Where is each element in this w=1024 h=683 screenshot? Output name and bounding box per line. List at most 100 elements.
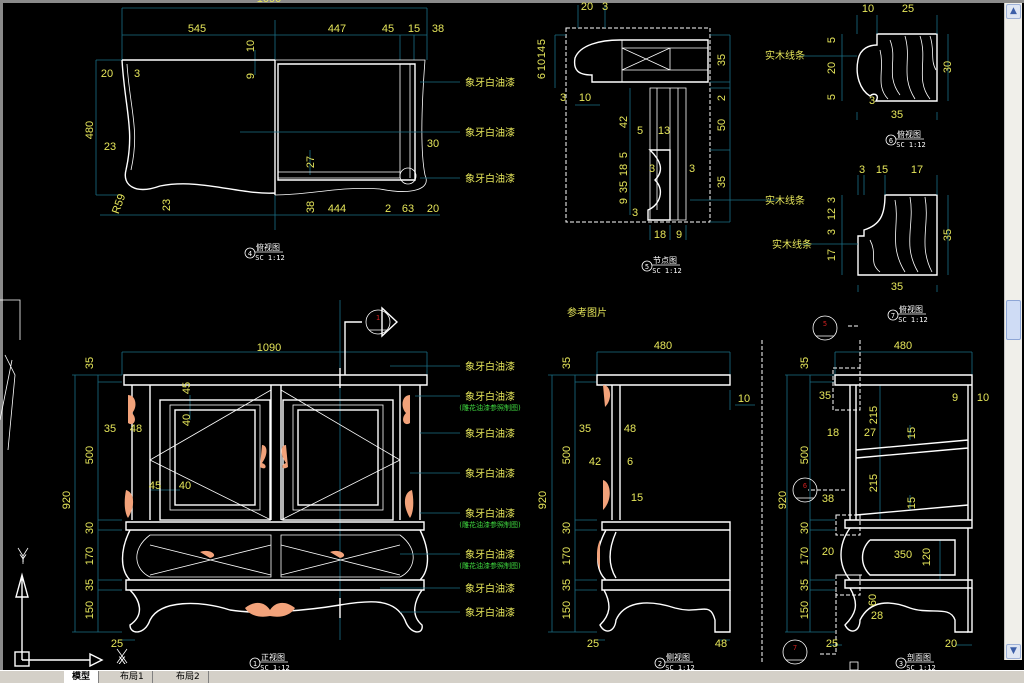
node-dimension: 3 (560, 92, 566, 104)
chevron-down-icon: ▼ (1010, 646, 1017, 656)
node-dimension: 9 (676, 229, 682, 241)
solid-wood-strip-note: 实木线条 (772, 238, 812, 251)
ivory-paint-note: 象牙白油漆 (465, 390, 515, 403)
section-dimension: 27 (864, 427, 876, 439)
top-dimension: 38 (432, 23, 444, 35)
view-number-circle (885, 134, 897, 146)
front-dimension: 500 (84, 446, 96, 464)
node-dimension: 35 (716, 176, 728, 188)
profile7-view-scale: SC 1:12 (898, 316, 928, 324)
profile7-view-number: 7 (891, 312, 895, 320)
section-bubble-number: 6 (803, 482, 807, 490)
profile-6-geometry (800, 15, 949, 120)
node-dimension: 13 (658, 125, 670, 137)
node-dimension: 35 (716, 54, 728, 66)
layout-tab-bar: 模型 布局1 布局2 (0, 670, 1024, 683)
profile6-view-scale: SC 1:12 (896, 141, 926, 149)
tab-model[interactable]: 模型 (64, 671, 100, 683)
profile7-dimension: 17 (911, 164, 923, 176)
top-dimension: 23 (161, 199, 173, 211)
top-dimension: 63 (402, 203, 414, 215)
section-view-scale: SC 1:12 (906, 664, 936, 672)
scroll-down-button[interactable]: ▼ (1006, 644, 1021, 659)
top-view-number: 4 (248, 250, 252, 258)
top-dimension: 545 (188, 23, 206, 35)
section-dimension: 25 (826, 638, 838, 650)
ivory-paint-note: 象牙白油漆 (465, 360, 515, 373)
section-dimension: 350 (894, 549, 912, 561)
section-dimension: 500 (799, 446, 811, 464)
scrollbar-thumb[interactable] (1006, 300, 1021, 340)
section-dimension: 35 (819, 390, 831, 402)
section-dimension: 18 (827, 427, 839, 439)
node-view-number: 5 (645, 263, 649, 271)
side-dimension: 35 (579, 423, 591, 435)
side-dimension: 10 (738, 393, 750, 405)
side-view-geometry (548, 340, 763, 662)
top-dimension: 20 (427, 203, 439, 215)
tab-layout1[interactable]: 布局1 (112, 671, 153, 683)
section-bubble-number: 1 (376, 314, 380, 322)
ivory-paint-note: 象牙白油漆 (465, 467, 515, 480)
node-dimension: 9 (618, 198, 630, 204)
tab-layout2[interactable]: 布局2 (168, 671, 209, 683)
section-dimension: 120 (921, 548, 933, 566)
carving-reference-note: (雕花油漆参照制图) (459, 561, 521, 570)
profile7-dimension: 15 (876, 164, 888, 176)
scroll-up-button[interactable]: ▲ (1006, 4, 1021, 19)
side-dimension: 920 (537, 491, 549, 509)
side-view-title: 侧视图 (666, 652, 690, 662)
front-dimension: 150 (84, 601, 96, 619)
profile6-dimension: 35 (891, 109, 903, 121)
profile6-dimension: 30 (942, 61, 954, 73)
node-dimension: 5 (618, 152, 630, 158)
node-dimension: 10 (536, 59, 548, 71)
view-number-circle (887, 309, 899, 321)
section-bubble-number: 7 (793, 644, 797, 652)
section-dimension: 15 (906, 427, 918, 439)
side-dimension: 480 (654, 340, 672, 352)
front-view-title: 正视图 (261, 652, 285, 662)
section-dimension: 35 (799, 357, 811, 369)
profile6-dimension: 10 (862, 3, 874, 15)
front-dimension: 170 (84, 547, 96, 565)
node-dimension: 5 (637, 125, 643, 137)
front-dimension: 35 (104, 423, 116, 435)
ucs-icon (14, 547, 128, 668)
node-dimension: 2 (716, 95, 728, 101)
solid-wood-strip-note: 实木线条 (765, 194, 805, 207)
ivory-paint-note: 象牙白油漆 (465, 507, 515, 520)
carving-reference-note: (雕花油漆参照制图) (459, 403, 521, 412)
front-dimension: 40 (179, 480, 191, 492)
front-dimension: 45 (181, 382, 193, 394)
top-dimension: 20 (101, 68, 113, 80)
view-number-circle (244, 247, 256, 259)
vertical-scrollbar[interactable]: ▲ ▼ (1004, 3, 1022, 660)
top-dimension: 30 (427, 138, 439, 150)
profile7-dimension: 12 (826, 208, 838, 220)
node-dimension: 6 (536, 73, 548, 79)
profile7-dimension: 3 (826, 197, 838, 203)
front-dimension: 1090 (257, 342, 281, 354)
side-dimension: 48 (715, 638, 727, 650)
section-dimension: 28 (871, 610, 883, 622)
top-dimension: 15 (408, 23, 420, 35)
view-number-circle (895, 657, 907, 669)
front-view-geometry (72, 300, 460, 641)
node-dimension: 50 (716, 119, 728, 131)
reference-image-label: 参考图片 (567, 306, 607, 319)
ucs-y-label: Y (19, 553, 27, 565)
section-dimension: 215 (868, 474, 880, 492)
section-dimension: 215 (868, 406, 880, 424)
front-dimension: 45 (149, 480, 161, 492)
ivory-paint-note: 象牙白油漆 (465, 582, 515, 595)
ivory-paint-note: 象牙白油漆 (465, 427, 515, 440)
section-dimension: 480 (894, 340, 912, 352)
side-view-number: 2 (658, 660, 662, 668)
front-dimension: 40 (181, 414, 193, 426)
profile6-dimension: 25 (902, 3, 914, 15)
profile7-dimension: 17 (826, 249, 838, 261)
section-dimension: 9 (952, 392, 958, 404)
